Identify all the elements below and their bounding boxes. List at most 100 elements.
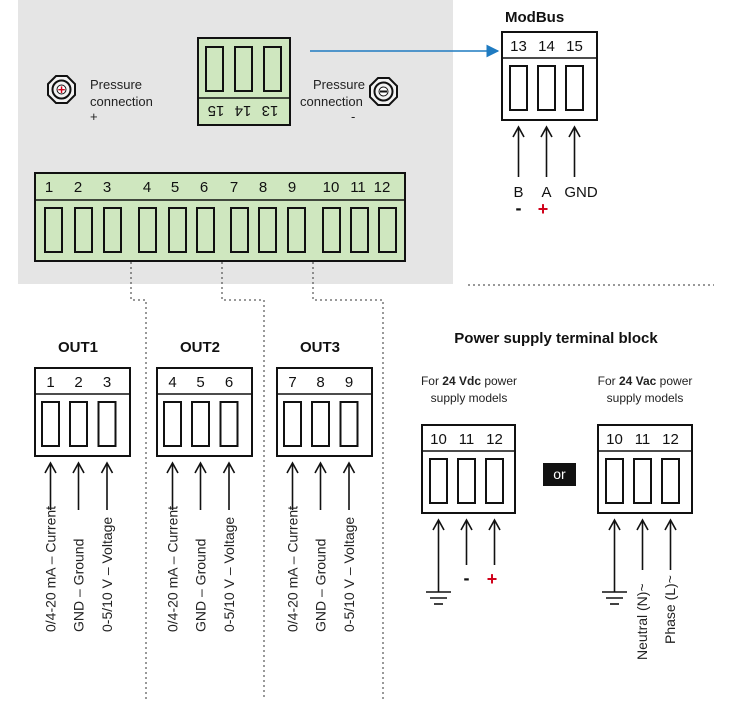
output-pin-label: 7: [288, 374, 296, 391]
output-signal-label: 0-5/10 V – Voltage: [221, 517, 237, 632]
arrow-up-icon: [342, 461, 356, 474]
ground-icon: [426, 580, 451, 605]
dc-terminal-block: 10 11 12 - +: [421, 424, 516, 605]
output-slot: [219, 401, 239, 447]
modbus-plus-sign: +: [538, 199, 549, 219]
output-signal-label: 0/4-20 mA – Current: [165, 506, 181, 632]
plus-sign-icon: +: [58, 82, 66, 97]
modbus-signal-a: A: [541, 184, 551, 201]
modbus-pin-label: 13: [510, 38, 527, 55]
main-terminal-slot: [322, 207, 341, 253]
dc-caption-line1: For 24 Vdc power: [421, 374, 517, 388]
modbus-signal-b: B: [513, 184, 523, 201]
arrow-up-icon: [44, 461, 57, 474]
output-signal-label: 0-5/10 V – Voltage: [99, 517, 115, 632]
output-slot: [311, 401, 330, 447]
main-terminal-slot: [287, 207, 306, 253]
dc-minus-sign: -: [464, 568, 470, 588]
output-signal-label: GND – Ground: [313, 539, 329, 632]
main-terminal-pin-label: 8: [259, 179, 267, 196]
output-slot: [283, 401, 302, 447]
ac-pin-label: 10: [606, 431, 623, 448]
device-modbus-pin-label: 14: [235, 102, 252, 119]
arrow-up-icon: [100, 461, 114, 474]
main-terminal-slot: [138, 207, 157, 253]
output-signal-label: 0/4-20 mA – Current: [43, 506, 59, 632]
device-modbus-connector: 13 14 15: [197, 37, 291, 126]
output-pin-label: 3: [103, 374, 111, 391]
main-terminal-pin-label: 9: [288, 179, 296, 196]
main-terminal-pin-label: 6: [200, 179, 208, 196]
ac-signal-phase: Phase (L)~: [662, 575, 678, 644]
main-terminal-slot: [258, 207, 277, 253]
ac-caption-line1: For 24 Vac power: [598, 374, 693, 388]
output-slot: [163, 401, 182, 447]
output-pin-label: 6: [225, 374, 233, 391]
or-badge: or: [543, 463, 576, 486]
modbus-pin-label: 14: [538, 38, 555, 55]
modbus-block: ModBus 13 14 15 B A GND - +: [501, 9, 598, 219]
main-terminal-pin-label: 10: [323, 179, 340, 196]
dc-caption-line2: supply models: [431, 391, 508, 405]
arrow-up-icon: [166, 461, 179, 474]
modbus-pin-label: 15: [566, 38, 583, 55]
power-title: Power supply terminal block: [454, 330, 658, 347]
output-slot: [97, 401, 117, 447]
ac-pin-label: 11: [635, 431, 651, 448]
power-supply-section: Power supply terminal block For 24 Vdc p…: [421, 330, 693, 660]
main-terminal-pin-label: 11: [350, 179, 366, 196]
main-terminal-slot: [44, 207, 63, 253]
output-pin-label: 1: [46, 374, 54, 391]
ac-signal-neutral: Neutral (N)~: [634, 583, 650, 660]
output-signal-label: GND – Ground: [71, 539, 87, 632]
or-label: or: [553, 466, 566, 482]
output-pin-label: 9: [345, 374, 353, 391]
output-pin-label: 2: [74, 374, 82, 391]
pressure-plus-line3: +: [90, 109, 98, 124]
modbus-signal-gnd: GND: [564, 184, 598, 201]
output-title: OUT2: [180, 339, 220, 356]
output-pin-label: 4: [168, 374, 176, 391]
output-signal-label: GND – Ground: [193, 539, 209, 632]
device-modbus-pin-label: 15: [208, 102, 225, 119]
output-pin-label: 8: [316, 374, 324, 391]
ac-terminal-block: 10 11 12 Neutral (N)~ Phase (L)~: [597, 424, 693, 660]
main-terminal-slot: [350, 207, 369, 253]
pressure-minus-line1: Pressure: [313, 77, 365, 92]
arrow-up-icon: [314, 461, 327, 474]
output-signal-label: 0-5/10 V – Voltage: [341, 517, 357, 632]
device-panel: + Pressure connection + Pressure connect…: [18, 0, 453, 284]
ac-caption-line2: supply models: [607, 391, 684, 405]
main-terminal-pin-label: 3: [103, 179, 111, 196]
pressure-minus-line3: -: [351, 109, 355, 124]
dc-pin-label: 12: [486, 431, 503, 448]
output-slot: [339, 401, 359, 447]
main-terminal-slot: [230, 207, 249, 253]
output-slot: [191, 401, 210, 447]
output-slot: [41, 401, 60, 447]
main-terminal-pin-label: 5: [171, 179, 179, 196]
main-terminal-pin-label: 12: [374, 179, 391, 196]
dotted-separators: [130, 262, 714, 700]
ground-icon: [602, 580, 627, 605]
main-terminal-pin-label: 1: [45, 179, 53, 196]
main-terminal-slot: [196, 207, 215, 253]
main-terminal-slot: [103, 207, 122, 253]
arrow-up-icon: [72, 461, 85, 474]
arrow-up-icon: [222, 461, 236, 474]
dc-pin-label: 11: [459, 431, 475, 448]
pressure-minus-line2: connection: [300, 94, 363, 109]
pressure-plus-line1: Pressure: [90, 77, 142, 92]
main-terminal-pin-label: 4: [143, 179, 151, 196]
output-title: OUT3: [300, 339, 340, 356]
device-modbus-pin-label: 13: [262, 102, 279, 119]
main-terminal-pin-label: 2: [74, 179, 82, 196]
main-terminal-slot: [168, 207, 187, 253]
output-pin-label: 5: [196, 374, 204, 391]
ac-pin-label: 12: [662, 431, 679, 448]
